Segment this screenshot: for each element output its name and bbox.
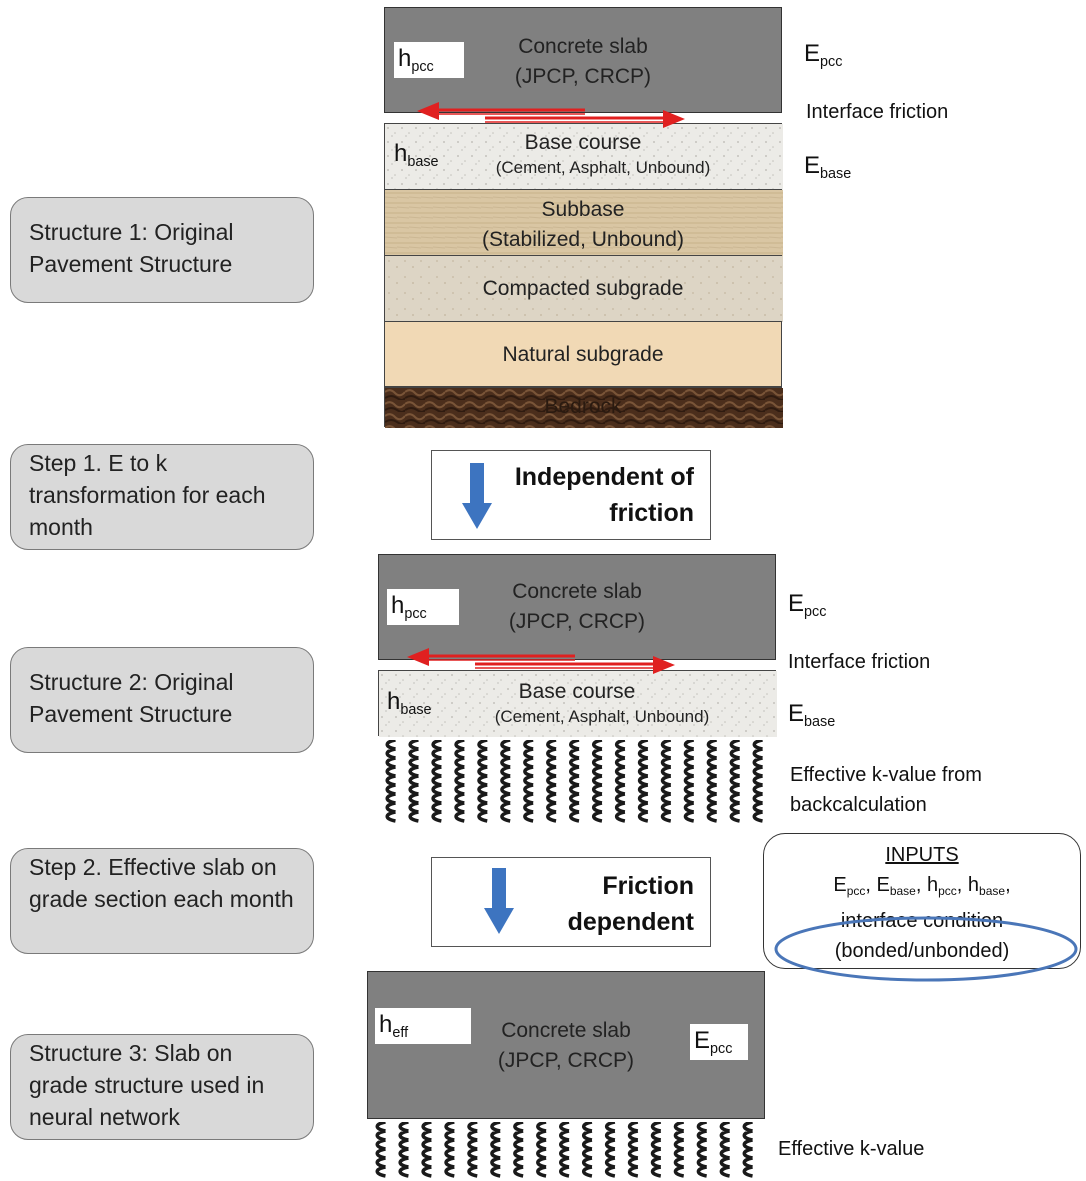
step1-arrow-box: Independent of friction (431, 450, 711, 540)
s1-bedrock: Bedrock (384, 387, 783, 428)
s2-spring-foundation (385, 740, 763, 823)
inputs-line2: interface condition (840, 910, 1004, 933)
s2-base-types: (Cement, Asphalt, Unbound) (494, 707, 710, 726)
inputs-line3: (bonded/unbonded) (834, 940, 1010, 963)
s1-h-base: hbase (394, 140, 439, 171)
step2-label: Step 2. Effective slab on grade section … (29, 854, 294, 912)
structure2-label-box: Structure 2: Original Pavement Structure (10, 647, 314, 753)
spring (477, 740, 488, 823)
step1-label: Step 1. E to k transformation for each m… (29, 450, 266, 540)
s3-spring-foundation (375, 1122, 753, 1178)
spring (467, 1122, 478, 1178)
s1-subbase-title: Subbase (541, 198, 625, 221)
s2-base-title: Base course (518, 680, 636, 703)
structure1-label-box: Structure 1: Original Pavement Structure (10, 197, 314, 303)
s1-slab-title: Concrete slab (518, 35, 648, 58)
spring (569, 740, 580, 823)
s3-k-value-label: Effective k-value (778, 1138, 925, 1160)
spring (536, 1122, 547, 1178)
spring (421, 1122, 432, 1178)
s2-h-pcc: hpcc (387, 589, 459, 625)
s1-base-types: (Cement, Asphalt, Unbound) (495, 158, 711, 177)
s1-h-pcc: hpcc (394, 42, 464, 78)
s1-base-course: Base course (Cement, Asphalt, Unbound) (384, 123, 783, 190)
s1-slab-types: (JPCP, CRCP) (514, 65, 652, 88)
spring (398, 1122, 409, 1178)
spring (581, 1122, 593, 1178)
s2-slab-title: Concrete slab (512, 580, 642, 603)
spring (650, 1122, 662, 1178)
structure3-label-box: Structure 3: Slab on grade structure use… (10, 1034, 314, 1140)
s1-base-title: Base course (524, 131, 642, 154)
s3-h-eff: heff (375, 1008, 471, 1044)
s1-subbase: Subbase (Stabilized, Unbound) (384, 189, 783, 256)
spring (719, 1122, 730, 1178)
step1-arrow-text: Independent of friction (514, 463, 694, 527)
spring (696, 1122, 708, 1178)
s2-e-base: Ebase (788, 700, 836, 731)
structure2-label: Structure 2: Original Pavement Structure (29, 669, 234, 727)
spring (591, 740, 603, 823)
s1-subbase-types: (Stabilized, Unbound) (482, 228, 684, 251)
s1-natural-subgrade: Natural subgrade (384, 321, 782, 387)
spring (513, 1122, 524, 1178)
spring (729, 740, 740, 823)
s2-friction-arrows (407, 648, 675, 674)
spring (523, 740, 534, 823)
s3-slab-types: (JPCP, CRCP) (497, 1049, 635, 1072)
spring (604, 1122, 616, 1178)
s3-e-pcc: Epcc (690, 1024, 748, 1060)
s2-e-pcc: Epcc (788, 590, 827, 621)
step1-label-box: Step 1. E to k transformation for each m… (10, 444, 314, 550)
bonded-highlight-ellipse (774, 916, 1078, 982)
s3-slab-title: Concrete slab (501, 1019, 631, 1042)
structure3-label: Structure 3: Slab on grade structure use… (29, 1040, 265, 1130)
spring (673, 1122, 685, 1178)
down-arrow-icon (462, 463, 492, 529)
spring (627, 1122, 639, 1178)
spring (375, 1122, 386, 1178)
spring (444, 1122, 455, 1178)
step2-arrow-box: Friction dependent (431, 857, 711, 947)
s1-friction-arrows (417, 102, 685, 128)
spring (614, 740, 626, 823)
spring (752, 740, 763, 823)
spring (454, 740, 465, 823)
s1-e-base: Ebase (804, 152, 852, 183)
s2-slab-types: (JPCP, CRCP) (508, 610, 646, 633)
spring (742, 1122, 753, 1178)
down-arrow-icon (484, 868, 514, 934)
spring (637, 740, 649, 823)
s2-h-base: hbase (387, 688, 432, 719)
s1-e-pcc: Epcc (804, 40, 843, 71)
spring (408, 740, 419, 823)
s2-base-course: Base course (Cement, Asphalt, Unbound) (378, 670, 777, 737)
structure1-label: Structure 1: Original Pavement Structure (29, 219, 234, 277)
spring (683, 740, 695, 823)
spring (500, 740, 511, 823)
inputs-box: INPUTS Epcc, Ebase, hpcc, hbase, interfa… (763, 833, 1081, 969)
step2-arrow-text: Friction dependent (567, 872, 694, 936)
s2-interface-friction: Interface friction (788, 651, 931, 673)
spring (559, 1122, 570, 1178)
spring (546, 740, 557, 823)
spring (706, 740, 718, 823)
inputs-title: INPUTS (885, 844, 959, 866)
step2-label-box: Step 2. Effective slab on grade section … (10, 848, 314, 954)
inputs-line1: Epcc, Ebase, hpcc, hbase, (833, 874, 1011, 899)
s1-compacted-subgrade: Compacted subgrade (384, 255, 783, 322)
spring (431, 740, 442, 823)
s1-interface-friction: Interface friction (806, 101, 949, 123)
s2-k-value-label: Effective k-value from backcalculation (790, 764, 982, 816)
spring (490, 1122, 501, 1178)
spring (660, 740, 672, 823)
spring (385, 740, 396, 823)
